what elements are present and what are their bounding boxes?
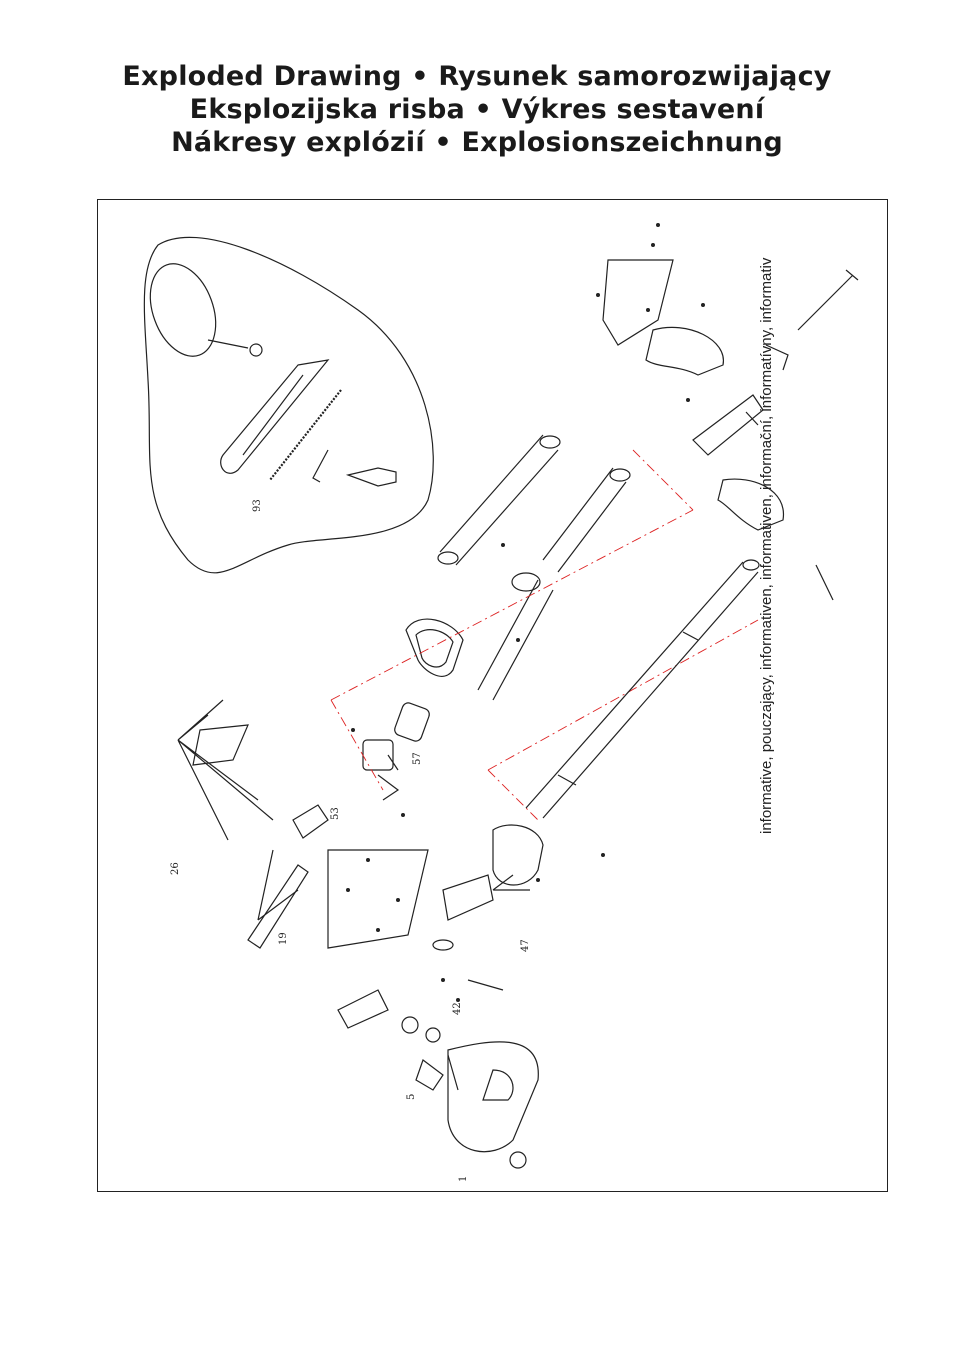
power-cord	[797, 284, 844, 331]
rear-handle	[602, 259, 674, 346]
hex-key	[312, 449, 329, 483]
drawing-frame: 93 57 53 26 19 47 42 5 1	[97, 199, 888, 1192]
title-line-3: Nákresy explózií • Explosionszeichnung	[171, 127, 783, 158]
bag-guide-bar	[220, 359, 330, 474]
title-block: Exploded Drawing • Rysunek samorozwijają…	[0, 60, 954, 159]
bag-chain	[269, 389, 342, 481]
accessory-bag-outline	[143, 236, 434, 574]
callout-1: 1	[458, 1176, 469, 1182]
coiled-strap	[149, 263, 217, 357]
gear-housing	[447, 1041, 539, 1153]
exploded-drawing: 93 57 53 26 19 47 42 5 1	[143, 223, 859, 1182]
callout-26: 26	[170, 862, 181, 875]
d-handle	[405, 618, 464, 677]
oil-bottle	[345, 467, 397, 487]
chain-cover	[327, 849, 429, 949]
callout-57: 57	[412, 752, 423, 765]
tube-upper-1	[438, 438, 553, 560]
pole-lower	[525, 561, 744, 809]
callout-19: 19	[278, 932, 289, 945]
title-line-2: Eksplozijska risba • Výkres sestavení	[189, 94, 765, 125]
armature	[442, 874, 494, 921]
motor-housing	[492, 824, 544, 886]
guide-bar	[247, 864, 309, 949]
title-line-1: Exploded Drawing • Rysunek samorozwijają…	[122, 61, 832, 92]
callout-93: 93	[252, 499, 263, 512]
callout-42: 42	[452, 1002, 463, 1015]
callout-53: 53	[330, 807, 341, 820]
callout-47: 47	[520, 939, 531, 952]
side-note: informative, pouczający, informativen, i…	[758, 257, 775, 834]
callout-5: 5	[406, 1094, 417, 1100]
